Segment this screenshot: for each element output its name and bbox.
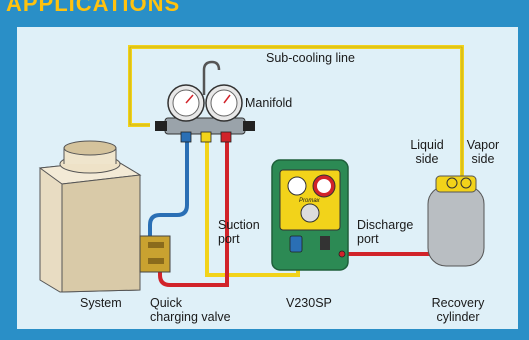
suction-port-line-2: port [218,232,240,246]
recovery-cylinder-icon [427,175,485,267]
discharge-port-line-2: port [357,232,379,246]
recovery-cylinder-label: Recovery cylinder [418,296,498,324]
subcooling-line [128,45,464,182]
v230sp-label: V230SP [286,296,332,310]
system-unit-icon [38,140,171,293]
suction-port-line-1: Suction [218,218,260,232]
suction-port-label: Suction port [218,218,260,246]
vapor-side-line-2: side [471,152,495,166]
red-hose-system [158,140,229,287]
manifold-hook-icon [202,60,221,95]
quick-charging-valve-label: Quick charging valve [150,296,231,324]
vapor-side-label: Vapor side [463,138,503,166]
liquid-side-line-1: Liquid [410,138,444,152]
quick-valve-line-2: charging valve [150,310,231,324]
device-brand-label: Promax [299,198,320,204]
liquid-side-label: Liquid side [407,138,447,166]
recovery-line-2: cylinder [436,310,480,324]
recovery-line-1: Recovery [431,296,485,310]
system-label: System [80,296,122,310]
header-title: APPLICATIONS [6,0,181,16]
quick-valve-line-1: Quick [150,296,182,310]
manifold-label: Manifold [245,96,293,110]
vapor-side-line-1: Vapor [466,138,500,152]
v230sp-unit-icon [271,159,349,271]
manifold-icon [155,84,255,143]
liquid-side-line-2: side [415,152,439,166]
discharge-port-label: Discharge port [357,218,413,246]
subcooling-line-label: Sub-cooling line [266,51,355,65]
blue-hose [148,140,189,245]
discharge-port-line-1: Discharge [357,218,414,232]
